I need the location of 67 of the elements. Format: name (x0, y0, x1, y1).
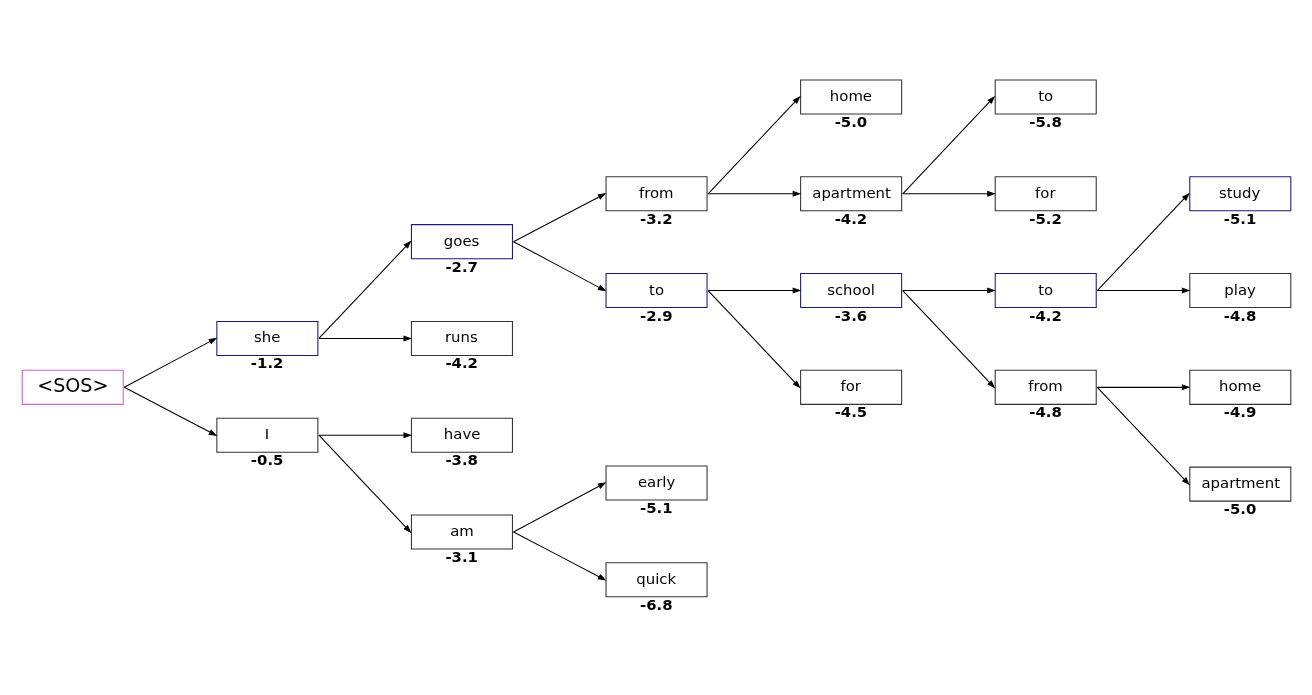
node-box: school (800, 272, 903, 308)
node-label: -3.1 (445, 547, 478, 566)
arrow (902, 289, 996, 388)
arrow (513, 192, 607, 242)
node-label: -4.2 (834, 209, 868, 228)
node-label: -5.1 (1223, 209, 1257, 228)
node-box: to (994, 272, 1097, 308)
node-box: to (994, 79, 1097, 115)
node-box: to (605, 272, 708, 308)
node-label: -4.5 (834, 402, 868, 421)
node-label: -2.7 (445, 257, 478, 276)
arrow (902, 190, 996, 197)
node-label: -4.2 (1029, 306, 1062, 325)
node-box: have (410, 417, 513, 453)
node-label: -5.0 (1223, 499, 1257, 518)
arrow (707, 287, 802, 294)
arrow (902, 95, 996, 194)
node-label: -4.8 (1029, 402, 1062, 421)
node-box: play (1189, 272, 1292, 308)
node-label: -1.2 (250, 353, 284, 372)
node-box: from (994, 369, 1097, 405)
arrow (318, 334, 412, 341)
arrow (513, 481, 607, 532)
arrow (1096, 386, 1190, 485)
node-label: -6.8 (640, 595, 673, 614)
node-box: apartment (1189, 466, 1292, 502)
arrow (1096, 192, 1190, 291)
node-box: runs (410, 320, 513, 356)
node-box: <SOS> (21, 369, 124, 405)
node-label: -5.2 (1029, 209, 1062, 228)
node-box: for (994, 175, 1097, 211)
arrow (318, 431, 412, 438)
arrow (1096, 287, 1191, 294)
node-label: -3.6 (834, 306, 868, 325)
node-label: -5.1 (640, 498, 673, 517)
node-label: -3.2 (640, 209, 673, 228)
arrow (1096, 383, 1191, 390)
node-box: from (605, 175, 708, 211)
node-label: -4.8 (1223, 306, 1257, 325)
node-box: she (216, 320, 319, 356)
node-box: early (605, 465, 708, 501)
arrow (707, 190, 802, 197)
node-box: home (1189, 369, 1292, 405)
node-label: -3.8 (445, 450, 478, 469)
arrow (513, 530, 607, 581)
arrow (123, 386, 218, 436)
node-label: -4.2 (445, 353, 478, 372)
node-box: study (1189, 175, 1292, 211)
node-box: home (800, 79, 903, 115)
arrow (902, 287, 996, 294)
arrow (123, 337, 218, 388)
node-box: am (410, 513, 513, 549)
node-box: for (800, 369, 903, 405)
arrow (318, 434, 412, 533)
node-label: -4.9 (1223, 402, 1257, 421)
arrow (318, 240, 412, 339)
node-box: quick (605, 561, 708, 597)
arrow (513, 240, 607, 291)
node-box: I (216, 417, 319, 453)
node-label: -0.5 (250, 450, 284, 469)
node-box: goes (410, 223, 513, 259)
node-box: apartment (800, 175, 903, 211)
node-label: -5.0 (834, 112, 868, 131)
arrow (707, 95, 801, 194)
node-label: -2.9 (640, 306, 673, 325)
arrow (707, 289, 801, 388)
node-label: -5.8 (1029, 112, 1062, 131)
